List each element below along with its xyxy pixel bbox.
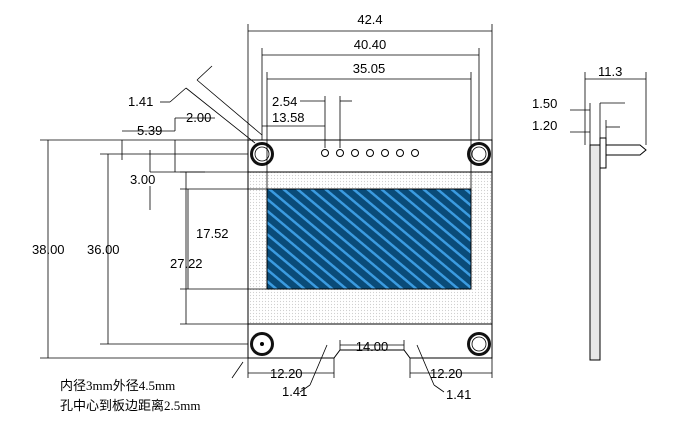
label-side-pin-2: 1.20 xyxy=(532,118,557,133)
callout-top-left xyxy=(160,65,263,144)
label-bottom-right-dia: 1.41 xyxy=(446,387,471,402)
label-display-area-width: 35.05 xyxy=(353,61,386,76)
dimension-lines-bottom xyxy=(231,340,493,393)
label-pin-hole-dia: 1.41 xyxy=(128,94,153,109)
dimension-lines-left xyxy=(40,117,267,359)
label-side-pin-1: 1.50 xyxy=(532,96,557,111)
display-active-area xyxy=(266,188,472,290)
note-hole-edge-distance: 孔中心到板边距离2.5mm xyxy=(60,398,200,413)
mounting-hole-top-right xyxy=(467,142,491,166)
label-pin-offset: 13.58 xyxy=(272,110,305,125)
side-view xyxy=(570,72,647,361)
label-active-area-offset: 27.22 xyxy=(170,256,203,271)
label-pin-pitch: 2.54 xyxy=(272,94,297,109)
label-hole-offset-5: 5.39 xyxy=(137,123,162,138)
mounting-hole-bottom-left xyxy=(250,332,274,356)
header-pins xyxy=(321,149,419,157)
label-overall-width: 42.4 xyxy=(357,12,382,27)
label-board-height: 38.00 xyxy=(32,242,65,257)
label-side-depth: 11.3 xyxy=(598,64,622,79)
dimension-lines-top xyxy=(247,24,493,189)
mounting-hole-bottom-right xyxy=(467,332,491,356)
label-active-area-height: 17.52 xyxy=(196,226,229,241)
note-hole-diameter: 内径3mm外径4.5mm xyxy=(60,378,175,393)
label-bottom-notch-width: 14.00 xyxy=(356,339,389,354)
label-hole-offset-2: 2.00 xyxy=(186,110,211,125)
label-hole-pitch-y: 36.00 xyxy=(87,242,120,257)
mounting-hole-top-left xyxy=(250,142,274,166)
label-hole-pitch-x: 40.40 xyxy=(354,37,387,52)
label-bottom-left-dia: 1.41 xyxy=(282,384,307,399)
label-display-top-offset: 3.00 xyxy=(130,172,155,187)
label-bottom-left-margin: 12.20 xyxy=(270,366,303,381)
label-bottom-right-margin: 12.20 xyxy=(430,366,463,381)
